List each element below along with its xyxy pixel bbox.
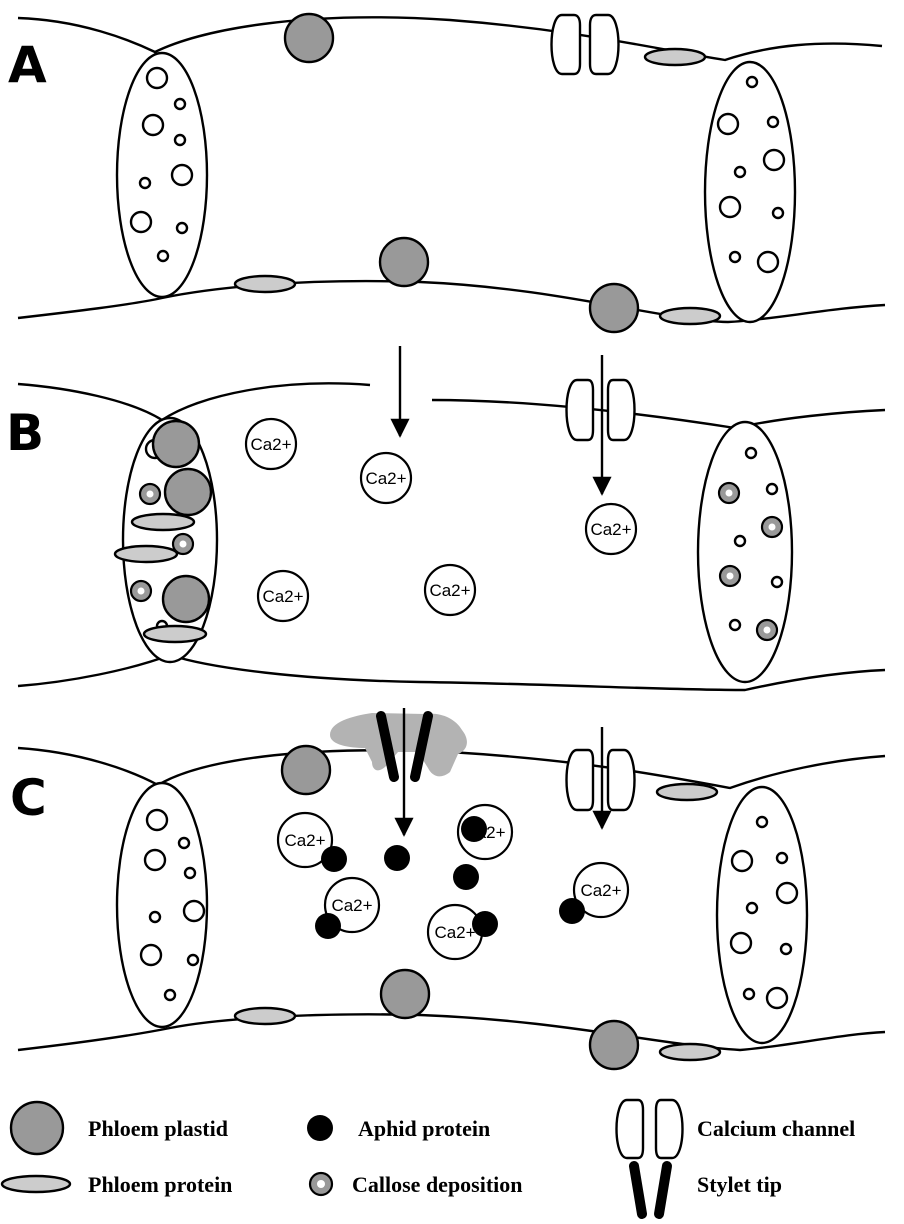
phloem-protein (115, 546, 177, 562)
svg-text:Ca2+: Ca2+ (590, 520, 631, 539)
legend-protein-icon (2, 1176, 70, 1192)
legend-phloem-protein: Phloem protein (88, 1172, 232, 1197)
panel-b-sieve-plate-right (698, 422, 792, 682)
panel-b-label: B (6, 404, 44, 462)
phloem-protein (660, 308, 720, 324)
panel-a-calcium-channel (552, 15, 619, 74)
calcium-ion: Ca2+ (425, 565, 475, 615)
panel-a-top-wall (18, 17, 882, 60)
aphid-protein (384, 845, 410, 871)
phloem-protein (132, 514, 194, 530)
panel-c-label: C (10, 769, 47, 827)
phloem-plastid (285, 14, 333, 62)
phloem-protein (144, 626, 206, 642)
legend-calcium-channel: Calcium channel (697, 1116, 855, 1141)
phloem-protein (660, 1044, 720, 1060)
svg-text:Ca2+: Ca2+ (262, 587, 303, 606)
calcium-ion: Ca2+ (586, 504, 636, 554)
panel-b-top-wall-right (432, 400, 885, 428)
panel-b-top-wall-left (18, 383, 370, 420)
legend-stylet-icon (634, 1166, 642, 1214)
aphid-protein (559, 898, 585, 924)
legend-aphid-icon (307, 1115, 333, 1141)
phloem-plastid (381, 970, 429, 1018)
panel-b: B (6, 346, 885, 690)
svg-text:Ca2+: Ca2+ (429, 581, 470, 600)
phloem-plastid (282, 746, 330, 794)
phloem-protein (645, 49, 705, 65)
phloem-protein (235, 276, 295, 292)
svg-text:Ca2+: Ca2+ (331, 896, 372, 915)
legend-aphid-protein: Aphid protein (358, 1116, 490, 1141)
panel-c-calcium-channel-open (567, 750, 635, 810)
phloem-plastid (153, 421, 199, 467)
saliva-sheath (330, 713, 467, 776)
phloem-plastid (163, 576, 209, 622)
calcium-ion: Ca2+ (361, 453, 411, 503)
svg-text:Ca2+: Ca2+ (434, 923, 475, 942)
legend-phloem-plastid: Phloem plastid (88, 1116, 228, 1141)
svg-text:Ca2+: Ca2+ (580, 881, 621, 900)
calcium-ion: Ca2+ (258, 571, 308, 621)
phloem-plastid (165, 469, 211, 515)
phloem-protein (235, 1008, 295, 1024)
phloem-plastid (380, 238, 428, 286)
svg-text:Ca2+: Ca2+ (365, 469, 406, 488)
legend: Phloem plastid Phloem protein Aphid prot… (2, 1100, 855, 1214)
calcium-ion: Ca2+ (428, 905, 482, 959)
aphid-protein (321, 846, 347, 872)
panel-a-label: A (8, 36, 47, 94)
phloem-plastid (590, 1021, 638, 1069)
aphid-protein (461, 816, 487, 842)
phloem-plastid (590, 284, 638, 332)
aphid-protein (315, 913, 341, 939)
svg-text:Ca2+: Ca2+ (284, 831, 325, 850)
phloem-protein (657, 784, 717, 800)
panel-c: C (10, 708, 885, 1069)
svg-text:Ca2+: Ca2+ (250, 435, 291, 454)
calcium-ion: Ca2+ (246, 419, 296, 469)
legend-plastid-icon (11, 1102, 63, 1154)
aphid-protein (453, 864, 479, 890)
legend-callose-deposition: Callose deposition (352, 1172, 523, 1197)
legend-channel-icon (617, 1100, 683, 1158)
aphid-protein (472, 911, 498, 937)
legend-stylet-tip: Stylet tip (697, 1172, 782, 1197)
panel-a: A (8, 14, 885, 332)
panel-a-sieve-plate-right (705, 62, 795, 322)
